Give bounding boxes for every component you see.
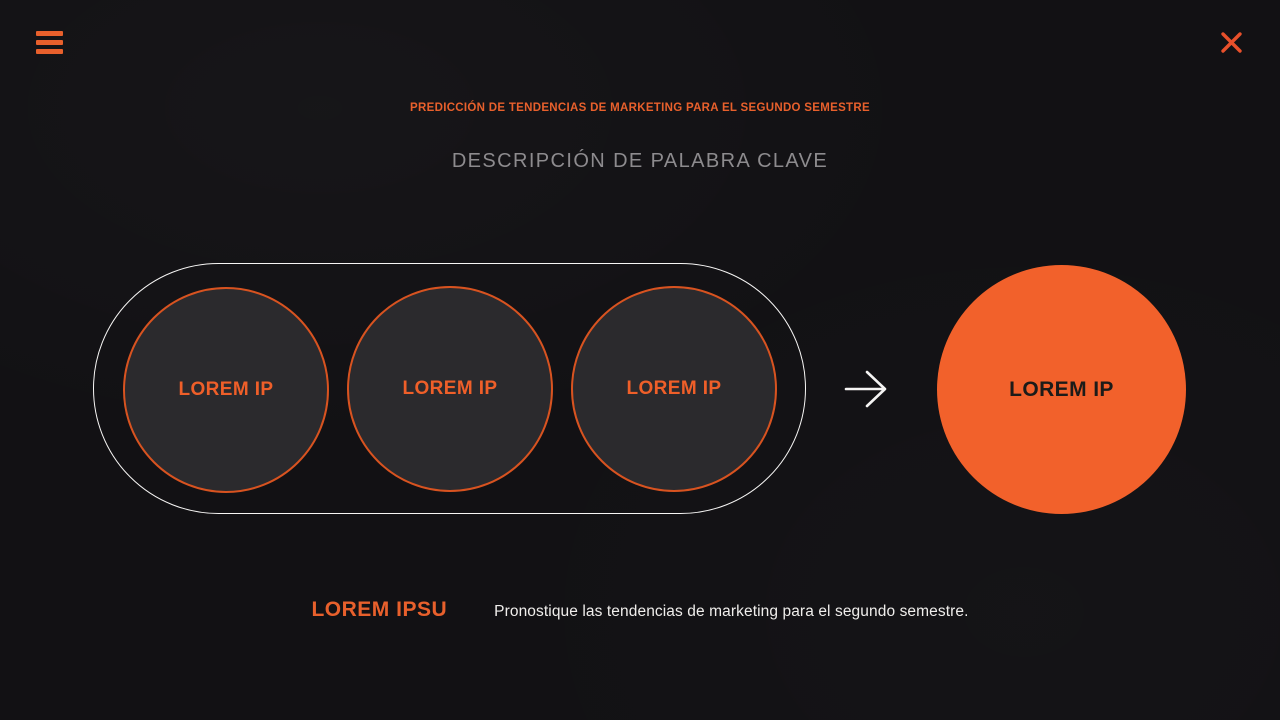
input-circle-label: LOREM IP (178, 379, 274, 400)
input-group-outline (93, 263, 806, 514)
hamburger-menu-button[interactable] (36, 31, 63, 54)
input-circle-label: LOREM IP (402, 378, 498, 399)
input-circle-3: LOREM IP (571, 286, 777, 492)
close-icon (1221, 32, 1242, 53)
input-circle-1: LOREM IP (123, 287, 329, 493)
hamburger-icon (36, 49, 63, 54)
input-circle-2: LOREM IP (347, 286, 553, 492)
slide-subtitle: DESCRIPCIÓN DE PALABRA CLAVE (451, 150, 829, 172)
result-circle: LOREM IP (937, 265, 1186, 514)
caption-description: Pronostique las tendencias de marketing … (494, 603, 969, 620)
right-arrow-icon (844, 370, 887, 408)
caption-keyword: LOREM IPSU (311, 598, 448, 621)
caption-row: LOREM IPSU Pronostique las tendencias de… (0, 598, 1280, 622)
input-circle-label: LOREM IP (626, 378, 722, 399)
hamburger-icon (36, 40, 63, 45)
slide-kicker-title: PREDICCIÓN DE TENDENCIAS DE MARKETING PA… (410, 102, 870, 114)
hamburger-icon (36, 31, 63, 36)
result-circle-label: LOREM IP (1009, 377, 1114, 401)
close-button[interactable] (1219, 30, 1244, 55)
